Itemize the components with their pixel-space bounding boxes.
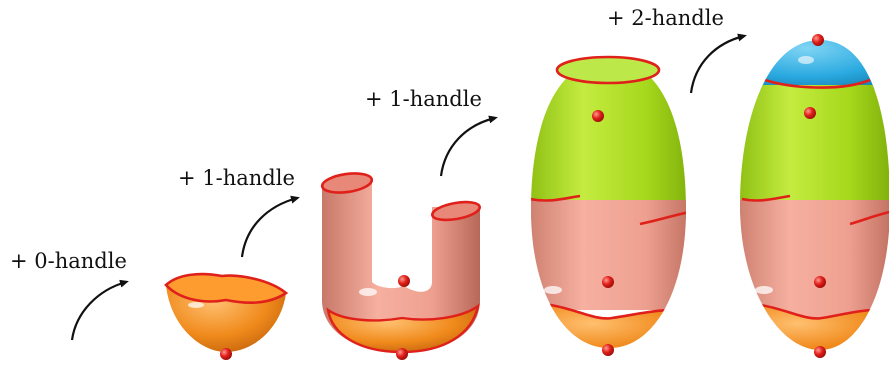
open-torus-top-opening	[557, 57, 659, 83]
critical-point-saddle-3	[602, 276, 614, 288]
critical-point-min-1	[220, 348, 232, 360]
torus-arc-region	[730, 85, 889, 215]
critical-point-min-2	[396, 348, 408, 360]
torus-highlight	[755, 286, 773, 294]
critical-point-max	[812, 34, 824, 46]
arrow-step-2	[441, 118, 495, 176]
critical-point-saddle-5	[814, 276, 826, 288]
torus-cap-highlight	[798, 56, 814, 64]
label-0-handle: + 0-handle	[10, 249, 127, 273]
arrow-step-0	[72, 282, 126, 340]
label-2-handle: + 2-handle	[607, 6, 724, 30]
arrow-step-1	[242, 198, 297, 257]
critical-point-min-3	[602, 344, 614, 356]
arrow-step-3	[691, 36, 744, 93]
label-1-handle-first: + 1-handle	[178, 166, 295, 190]
open-torus-highlight	[544, 286, 562, 294]
shape-bowl	[166, 274, 286, 360]
critical-point-min-4	[814, 346, 826, 358]
shape-open-torus	[520, 50, 700, 360]
u-tube-highlight	[359, 288, 377, 296]
shape-closed-torus	[730, 30, 889, 360]
label-1-handle-second: + 1-handle	[365, 87, 482, 111]
critical-point-saddle-4	[804, 107, 816, 119]
shape-u-tube	[321, 171, 481, 360]
bowl-highlight	[188, 302, 204, 308]
critical-point-saddle-1	[398, 275, 410, 287]
critical-point-saddle-2	[592, 110, 604, 122]
